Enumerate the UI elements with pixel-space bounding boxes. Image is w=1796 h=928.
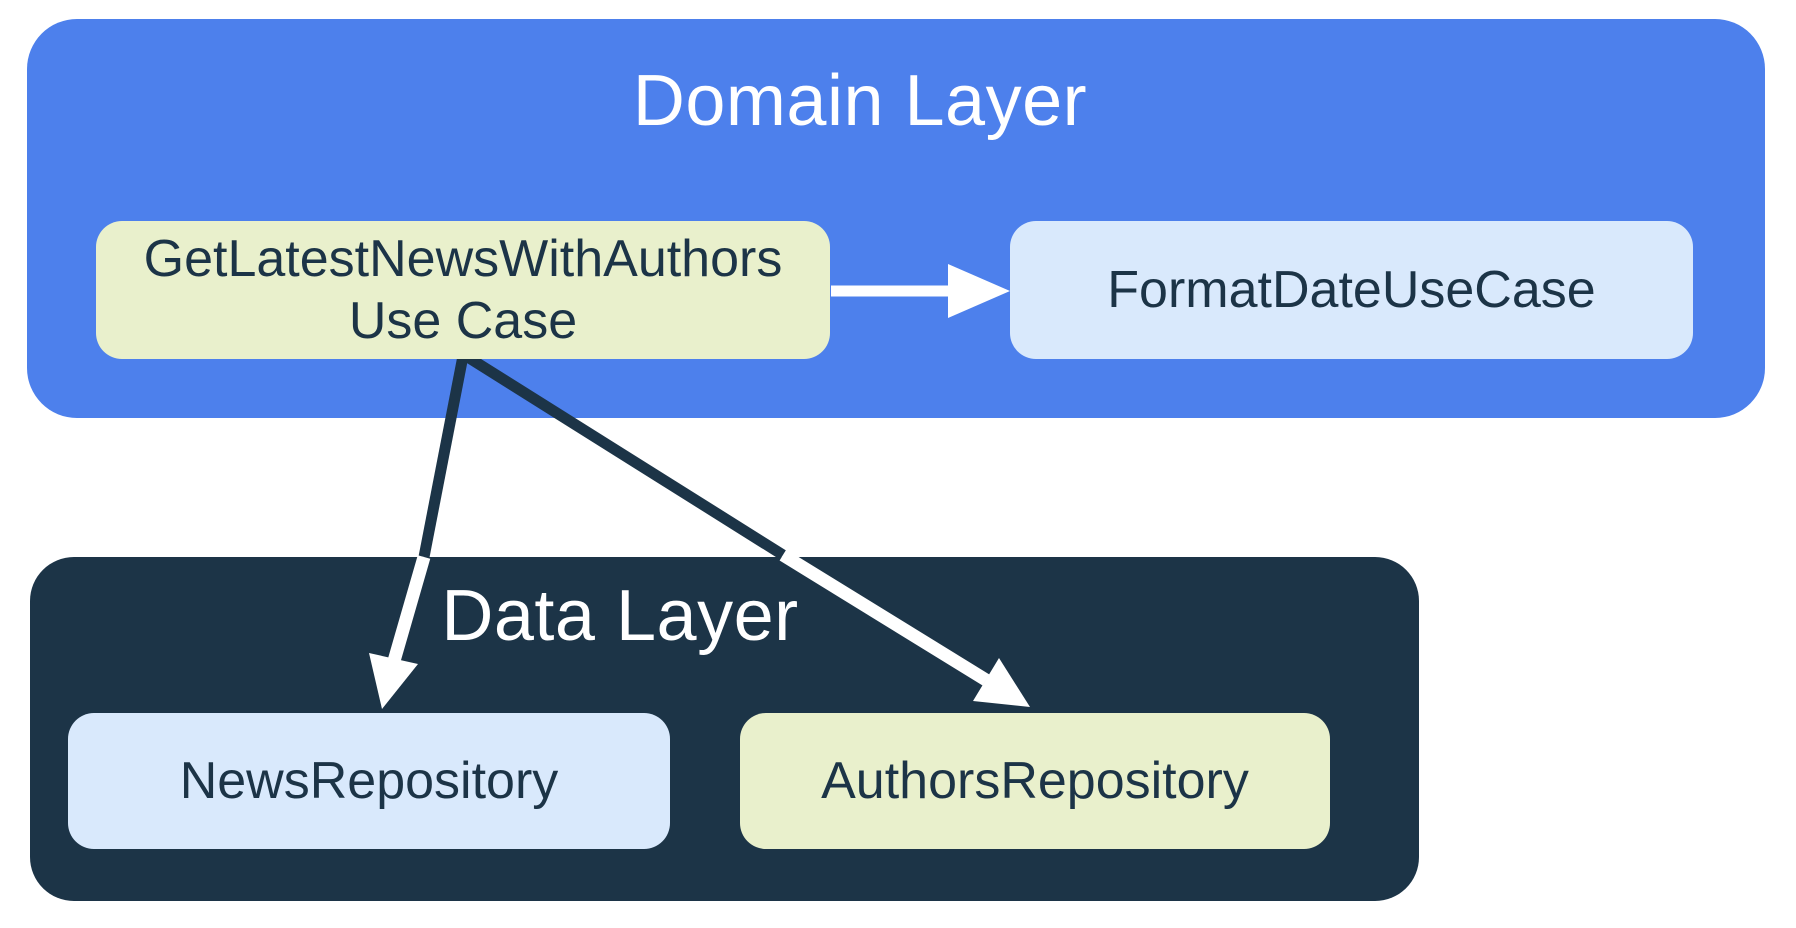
- node-label: AuthorsRepository: [821, 752, 1249, 810]
- node-label: FormatDateUseCase: [1107, 261, 1596, 319]
- node-label: NewsRepository: [179, 752, 559, 810]
- domain-layer-title: Domain Layer: [632, 61, 1088, 141]
- node-news-repository: NewsRepository: [68, 713, 670, 849]
- node-label-line2: Use Case: [348, 292, 578, 350]
- node-authors-repository: AuthorsRepository: [740, 713, 1330, 849]
- node-label: GetLatestNewsWithAuthors Use Case: [144, 228, 783, 352]
- data-layer-title: Data Layer: [441, 576, 799, 656]
- node-label-line1: GetLatestNewsWithAuthors: [143, 230, 783, 288]
- node-format-date-use-case: FormatDateUseCase: [1010, 221, 1693, 359]
- node-get-latest-news-use-case: GetLatestNewsWithAuthors Use Case: [96, 221, 830, 359]
